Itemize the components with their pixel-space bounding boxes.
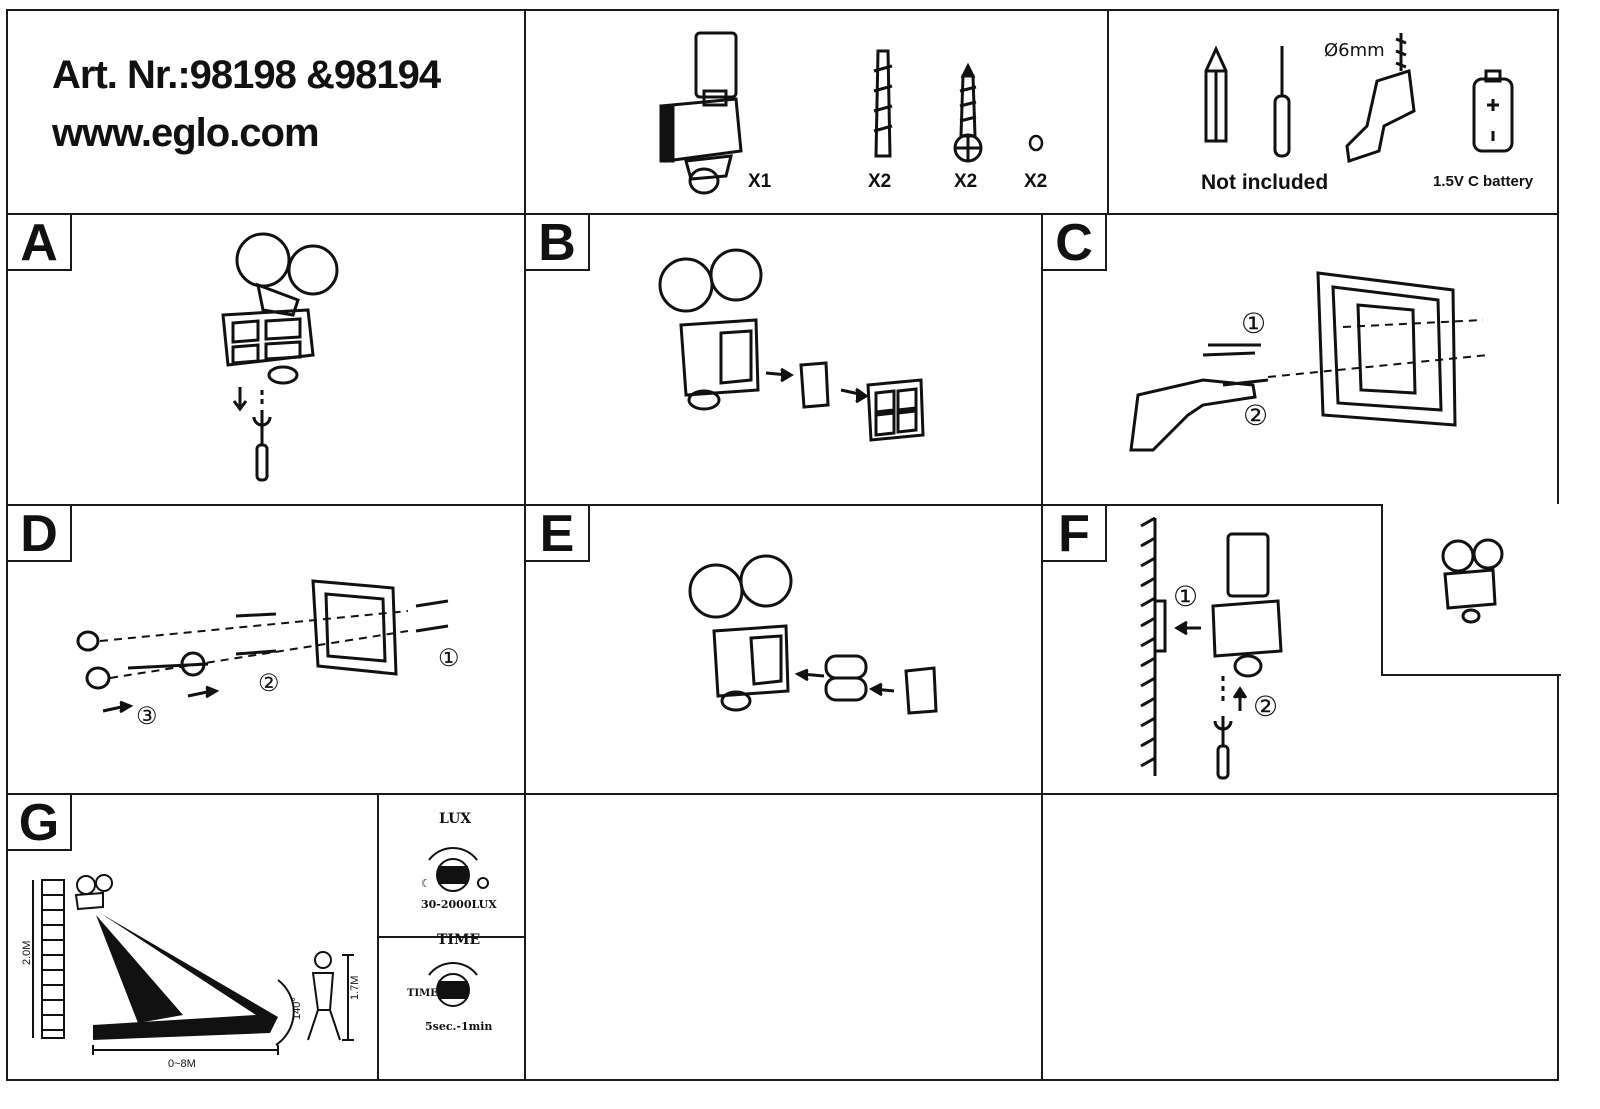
battery-icon: [1472, 69, 1514, 153]
article-number: Art. Nr.:98198 &98194: [52, 53, 441, 97]
step-g-label: G: [8, 795, 72, 851]
header-cell: Art. Nr.:98198 &98194 www.eglo.com: [6, 9, 526, 215]
lux-dial-cell: ☾ LUX 30-2000LUX: [377, 793, 526, 938]
cap-qty: X2: [1024, 171, 1048, 192]
step-c-cell: C ① ②: [1041, 213, 1559, 506]
step-c-illustration: ① ②: [1129, 271, 1489, 452]
step-d-callout-1: ①: [438, 645, 460, 672]
step-f-callout-2: ②: [1253, 691, 1278, 722]
step-g-cell: G 2.0M 1.7M 140° 0~8M: [6, 793, 379, 1081]
step-b-illustration: [658, 248, 925, 442]
person-height: 1.7M: [349, 976, 361, 1000]
detection-diagram: 2.0M 1.7M 140° 0~8M: [21, 874, 361, 1070]
lux-dial-title: LUX: [439, 811, 472, 827]
lamp-part-icon: [659, 31, 743, 195]
not-included-label: Not included: [1201, 171, 1329, 194]
drill-bit-size: Ø6mm: [1324, 40, 1385, 61]
time-dial-illustration: [428, 962, 478, 1007]
lux-dial-range: 30-2000LUX: [421, 898, 497, 911]
parts-illustration: [659, 31, 1044, 195]
parts-cell: X1 X2 X2 X2: [524, 9, 1109, 215]
step-d-label: D: [8, 506, 72, 562]
time-dial-range: 5sec.-1min: [425, 1020, 493, 1033]
step-a-cell: A: [6, 213, 526, 506]
lamp-qty: X1: [748, 171, 772, 192]
wall-plug-qty: X2: [868, 171, 892, 192]
time-dial-title: TIME: [437, 932, 481, 948]
step-e-illustration: [688, 554, 938, 715]
step-b-cell: B: [524, 213, 1043, 506]
step-e-label: E: [526, 506, 590, 562]
screw-qty: X2: [954, 171, 978, 192]
step-c-callout-2: ②: [1243, 400, 1268, 431]
step-f-callout-1: ①: [1173, 581, 1198, 612]
lamp-result-icon: [1441, 538, 1504, 624]
empty-cell-2: [1041, 793, 1559, 1081]
screwdriver-icon: [1273, 46, 1291, 158]
step-a-label: A: [8, 215, 72, 271]
detection-range: 0~8M: [168, 1058, 196, 1070]
lux-dial-illustration: ☾: [421, 847, 489, 892]
mount-height: 2.0M: [21, 941, 33, 965]
step-f-inset: [1381, 504, 1561, 676]
detection-angle: 140°: [291, 997, 303, 1020]
website-link[interactable]: www.eglo.com: [52, 111, 320, 155]
step-f-cell: F ① ②: [1041, 504, 1561, 795]
step-b-label: B: [526, 215, 590, 271]
step-d-illustration: ① ② ③: [76, 579, 460, 730]
step-d-cell: D ① ② ③: [6, 504, 526, 795]
screw-icon: [953, 62, 983, 163]
time-dial-label: TIME: [407, 988, 438, 999]
pencil-icon: [1204, 45, 1228, 143]
step-e-cell: E: [524, 504, 1043, 795]
step-c-callout-1: ①: [1241, 308, 1266, 339]
step-a-illustration: [221, 232, 339, 482]
step-f-illustration: ① ②: [1140, 516, 1283, 780]
svg-text:☾: ☾: [421, 878, 431, 890]
person-icon: [307, 951, 354, 1041]
tools-illustration: Ø6mm: [1204, 33, 1514, 163]
empty-cell-1: [524, 793, 1043, 1081]
drill-icon: [1345, 33, 1416, 163]
tools-cell: Ø6mm Not included 1.5V C battery: [1107, 9, 1559, 215]
wall-plug-icon: [873, 49, 893, 158]
step-d-callout-2: ②: [258, 670, 280, 697]
step-d-callout-3: ③: [136, 703, 158, 730]
step-c-label: C: [1043, 215, 1107, 271]
step-f-label: F: [1043, 506, 1107, 562]
battery-label: 1.5V C battery: [1433, 173, 1534, 190]
time-dial-cell: TIME TIME 5sec.-1min: [377, 932, 526, 1081]
cap-icon: [1028, 134, 1044, 152]
